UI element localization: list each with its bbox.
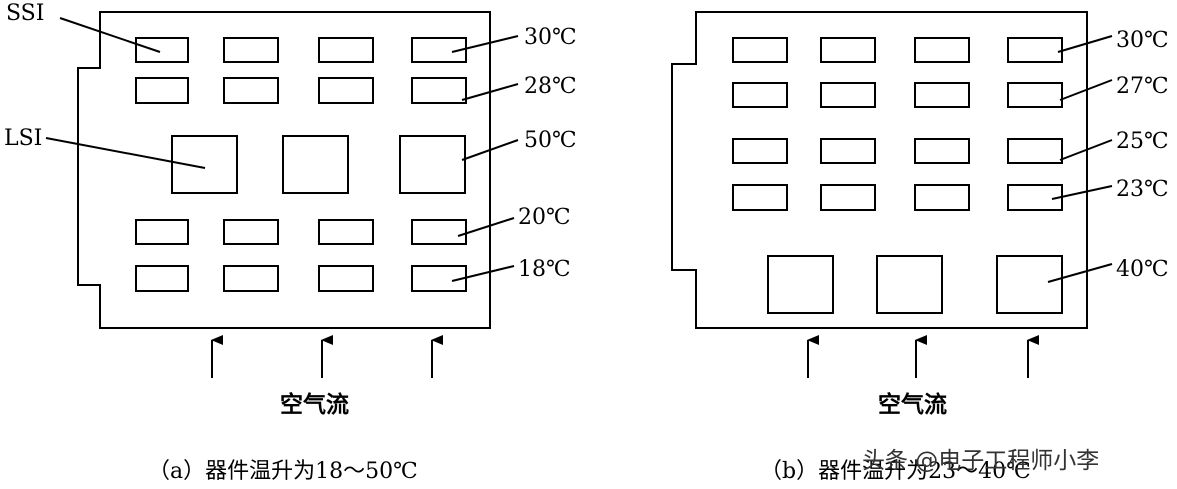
ssi-label: SSI	[6, 1, 44, 26]
ssi-chip	[411, 265, 467, 292]
ssi-chip	[318, 37, 374, 63]
diagram-a	[45, 11, 519, 378]
ssi-chip	[914, 184, 970, 211]
ssi-chip	[914, 82, 970, 108]
leader-line	[1059, 79, 1113, 101]
ssi-chip	[135, 265, 189, 292]
leader-line	[1047, 263, 1113, 283]
ssi-chip	[732, 37, 788, 63]
lsi-chip	[996, 255, 1063, 314]
ssi-chip	[223, 219, 279, 245]
ssi-chip	[1007, 37, 1063, 63]
temp-label: 28℃	[524, 74, 577, 99]
ssi-chip	[411, 77, 467, 104]
leader-line	[451, 265, 515, 282]
ssi-chip	[1007, 82, 1063, 108]
leader-line	[1059, 139, 1113, 161]
ssi-chip	[732, 138, 788, 164]
diagram-b	[671, 11, 1113, 378]
temp-label: 40℃	[1116, 257, 1169, 282]
lsi-chip	[876, 255, 943, 314]
caption-a: （a）器件温升为18～50℃	[148, 459, 418, 484]
ssi-chip	[318, 219, 374, 245]
ssi-chip	[318, 265, 374, 292]
ssi-chip	[223, 37, 279, 63]
ssi-chip	[1007, 184, 1063, 211]
ssi-chip	[820, 37, 876, 63]
ssi-chip	[732, 184, 788, 211]
temp-label: 30℃	[524, 25, 577, 50]
watermark: 头条 @电子工程师小李	[862, 448, 1099, 474]
ssi-chip	[914, 138, 970, 164]
temp-label: 25℃	[1116, 129, 1169, 154]
board-outline-a	[77, 11, 491, 329]
temp-label: 23℃	[1116, 177, 1169, 202]
lsi-chip	[767, 255, 834, 314]
ssi-chip	[732, 82, 788, 108]
ssi-chip	[411, 219, 467, 245]
leader-line	[461, 83, 519, 101]
airflow-label: 空气流	[878, 391, 947, 418]
diagram-b-labels: 30℃ 27℃ 25℃ 23℃ 40℃ 空气流 （b）器件温升为23～40℃	[760, 28, 1169, 484]
lsi-chip	[171, 135, 238, 194]
caption-b: （b）器件温升为23～40℃	[760, 459, 1031, 484]
ssi-chip	[1007, 138, 1063, 164]
leader-line	[457, 217, 515, 237]
ssi-chip	[820, 184, 876, 211]
ssi-chip	[223, 77, 279, 104]
lsi-chip	[282, 135, 349, 194]
ssi-chip	[914, 37, 970, 63]
leader-line	[45, 137, 206, 169]
lsi-chip	[399, 135, 466, 194]
temp-label: 27℃	[1116, 74, 1169, 99]
ssi-chip	[135, 37, 189, 63]
lsi-label: LSI	[4, 126, 42, 151]
leader-line	[1051, 185, 1113, 200]
leader-line	[59, 17, 161, 53]
ssi-chip	[135, 219, 189, 245]
temp-label: 30℃	[1116, 28, 1169, 53]
airflow-label: 空气流	[280, 391, 349, 418]
ssi-chip	[820, 82, 876, 108]
temp-label: 20℃	[518, 205, 571, 230]
ssi-chip	[318, 77, 374, 104]
board-outline-b	[671, 11, 1088, 329]
ssi-chip	[820, 138, 876, 164]
diagram-a-labels: SSI LSI 30℃ 28℃ 50℃ 20℃ 18℃ 空气流 （a）器件温升为…	[4, 1, 577, 484]
ssi-chip	[411, 37, 467, 63]
ssi-chip	[135, 77, 189, 104]
temp-label: 50℃	[524, 128, 577, 153]
ssi-chip	[223, 265, 279, 292]
leader-line	[451, 35, 519, 53]
leader-line	[1057, 35, 1113, 53]
temp-label: 18℃	[518, 257, 571, 282]
leader-line	[461, 139, 519, 161]
